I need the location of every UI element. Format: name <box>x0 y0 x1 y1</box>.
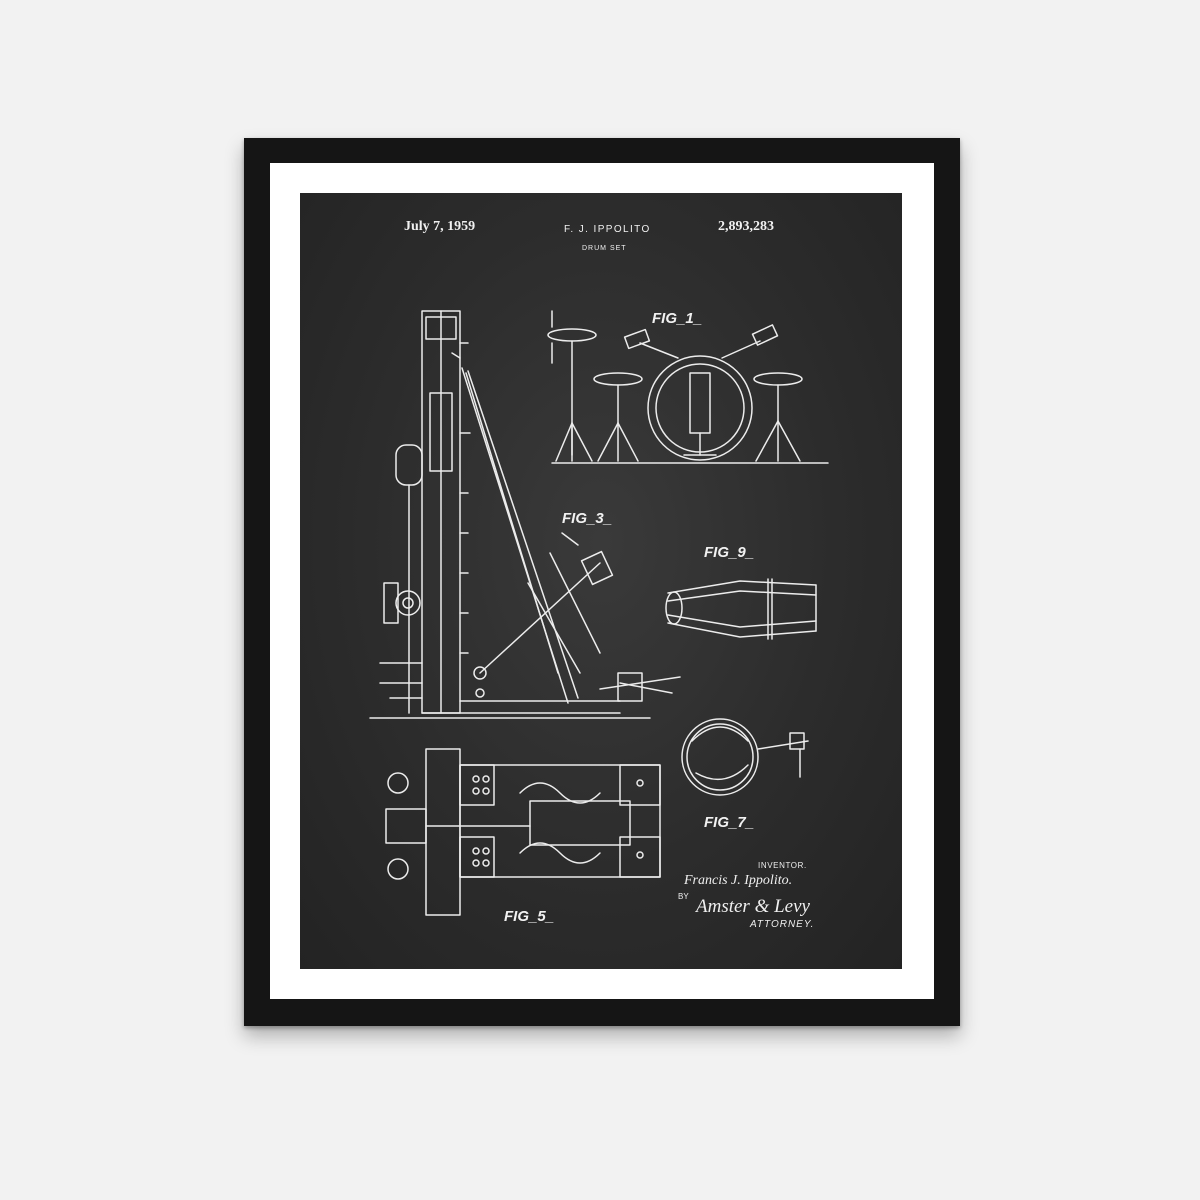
fig5-pedal-plan <box>385 748 661 916</box>
patent-date: July 7, 1959 <box>404 219 476 234</box>
fig3-pedal-side-view <box>369 310 681 719</box>
patent-drawing: FIG_1_ FIG_3_ FIG_9_ FIG_7_ FIG_5_ <box>369 310 829 925</box>
by-label: BY <box>678 892 689 901</box>
fig7-caption: FIG_7_ <box>704 814 754 831</box>
fig9-stick-bundle <box>665 578 817 640</box>
fig9-caption: FIG_9_ <box>704 544 754 561</box>
inventor-signature: Francis J. Ippolito. <box>684 873 793 888</box>
fig1-drum-set <box>547 310 829 464</box>
inventor-label: INVENTOR. <box>758 861 807 870</box>
fig5-caption: FIG_5_ <box>504 908 554 925</box>
attorney-label: ATTORNEY. <box>750 919 815 930</box>
patent-inventor-header: F. J. IPPOLITO <box>564 224 651 235</box>
fig1-caption: FIG_1_ <box>652 310 702 327</box>
patent-print: FIG_1_ FIG_3_ FIG_9_ FIG_7_ FIG_5_ July … <box>300 193 902 969</box>
fig7-drum-head <box>681 718 809 796</box>
patent-title: DRUM SET <box>582 245 627 252</box>
attorney-signature: Amster & Levy <box>696 896 810 917</box>
fig3-caption: FIG_3_ <box>562 510 612 527</box>
patent-number: 2,893,283 <box>718 219 774 234</box>
